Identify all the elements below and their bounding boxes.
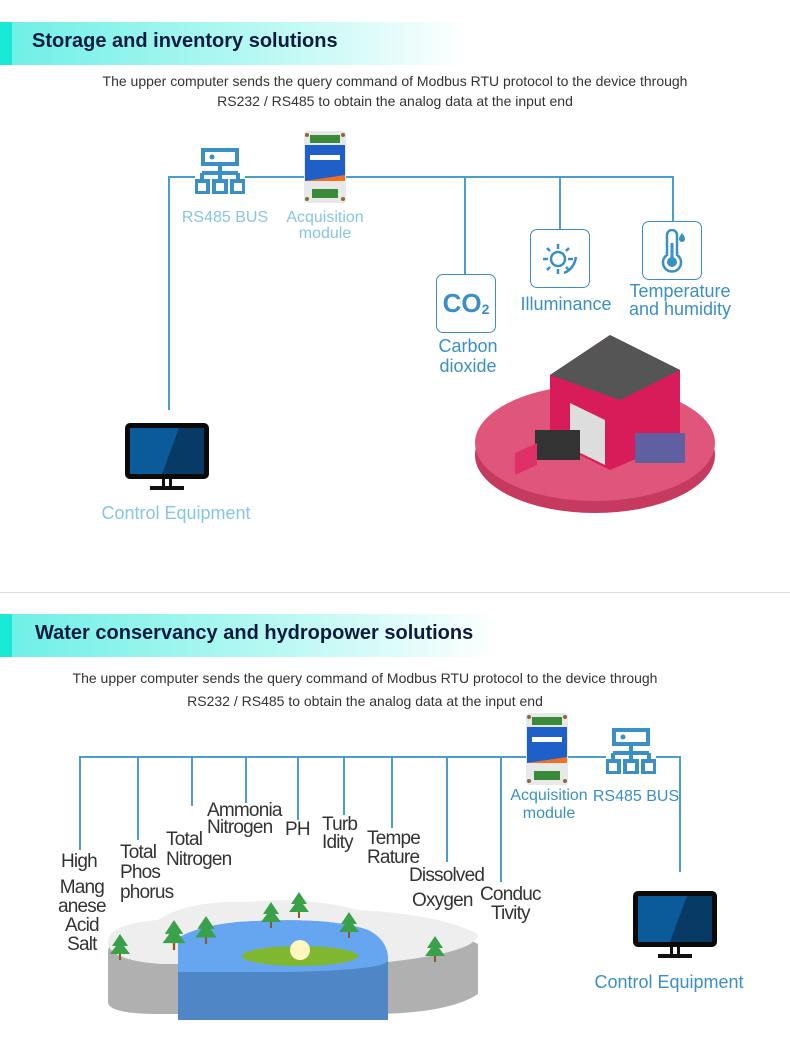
storage-subtitle-2: RS232 / RS485 to obtain the analog data … [217, 93, 573, 109]
rs485-label: RS485 BUS [181, 209, 269, 226]
illuminance-label: Illuminance [520, 294, 612, 314]
water-subtitle-1: The upper computer sends the query comma… [72, 670, 658, 686]
connector-line [672, 176, 674, 222]
module-label-1: Acquisition [286, 209, 364, 226]
acquisition-module-image [524, 713, 570, 785]
co2-label-1: Carbon [438, 336, 498, 356]
connector-line [391, 756, 393, 828]
module-label-2: module [298, 225, 352, 242]
connector-line [168, 176, 170, 410]
control-equipment-label: Control Equipment [594, 972, 744, 992]
sensor-oxygen: Oxygen [412, 890, 473, 911]
sun-icon [530, 229, 590, 288]
water-subtitle-2: RS232 / RS485 to obtain the analog data … [187, 693, 543, 709]
rs485-label: RS485 BUS [592, 788, 680, 805]
bus-line [79, 756, 681, 758]
sensor-ph: PH [285, 819, 311, 840]
module-label-1: Acquisition [510, 787, 588, 804]
connector-line [500, 756, 502, 882]
bus-line [168, 176, 673, 178]
connector-line [464, 176, 466, 275]
connector-line [559, 176, 561, 230]
water-title: Water conservancy and hydropower solutio… [35, 622, 474, 644]
connector-line [79, 756, 81, 850]
temp-label-1: Temperature [629, 281, 731, 301]
connector-line [297, 756, 299, 820]
network-icon [606, 728, 656, 774]
connector-line [343, 756, 345, 815]
sensor-dissolved: Dissolved [409, 865, 485, 886]
acquisition-module-image [302, 131, 348, 203]
reservoir-illustration [108, 892, 478, 1020]
connector-line [137, 756, 139, 840]
storage-header-band [0, 22, 470, 65]
monitor-icon [124, 422, 210, 492]
connector-line [446, 756, 448, 862]
connector-line [245, 756, 247, 803]
module-label-2: module [522, 805, 576, 822]
connector-line [191, 756, 193, 806]
storage-title: Storage and inventory solutions [32, 30, 338, 52]
co2-label-2: dioxide [439, 356, 497, 376]
network-icon [195, 148, 245, 194]
warehouse-illustration [475, 335, 715, 513]
thermometer-icon [642, 221, 702, 280]
storage-subtitle-1: The upper computer sends the query comma… [102, 73, 688, 89]
control-equipment-label: Control Equipment [101, 503, 251, 523]
water-header-band [0, 614, 500, 657]
temp-label-2: and humidity [628, 299, 732, 319]
monitor-icon [632, 890, 718, 960]
sensor-high: High [61, 851, 98, 872]
connector-line [679, 756, 681, 872]
section-divider [0, 592, 790, 593]
